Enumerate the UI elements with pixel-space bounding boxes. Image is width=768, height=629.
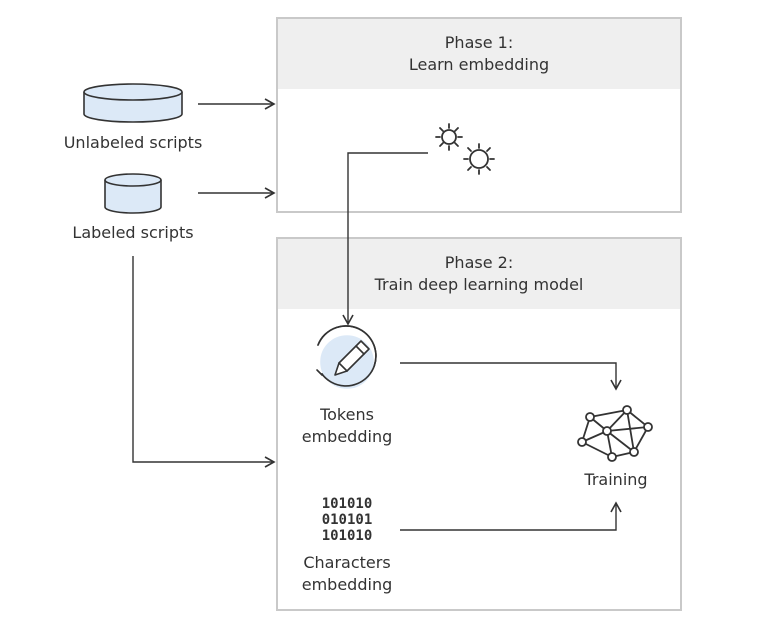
- arrow-embedding-to-tokens: [342, 152, 428, 326]
- binary-row-1: 101010: [322, 496, 373, 512]
- characters-label-line1: Characters: [303, 553, 391, 572]
- phase1-title-line1: Phase 1:: [444, 33, 514, 52]
- unlabeled-database-icon: [83, 83, 183, 123]
- training-label: Training: [584, 470, 648, 489]
- tokens-label-line2: embedding: [301, 427, 393, 446]
- labeled-scripts-label: Labeled scripts: [72, 223, 194, 242]
- gears-icon: [435, 123, 495, 175]
- tokens-embedding-label: Tokens embedding: [287, 404, 407, 448]
- phase1-header: Phase 1: Learn embedding: [278, 19, 680, 89]
- arrow-labeled-to-phase2: [132, 256, 276, 468]
- phase2-title-line1: Phase 2:: [444, 253, 514, 272]
- binary-row-3: 101010: [322, 528, 373, 544]
- characters-embedding-label: Characters embedding: [282, 552, 412, 596]
- phase1-panel: Phase 1: Learn embedding: [276, 17, 682, 213]
- arrow-tokens-to-training: [400, 362, 622, 391]
- binary-row-2: 010101: [322, 512, 373, 528]
- neural-network-icon: [577, 405, 653, 462]
- labeled-database-icon: [104, 173, 162, 214]
- phase2-header: Phase 2: Train deep learning model: [278, 239, 680, 309]
- pencil-circle-icon: [316, 325, 377, 389]
- phase2-title-line2: Train deep learning model: [374, 275, 584, 294]
- phase1-title-line2: Learn embedding: [408, 55, 550, 74]
- binary-icon: 101010 010101 101010: [322, 496, 373, 544]
- arrow-characters-to-training: [400, 501, 622, 531]
- unlabeled-scripts-label: Unlabeled scripts: [63, 133, 203, 152]
- tokens-label-line1: Tokens: [320, 405, 374, 424]
- characters-label-line2: embedding: [301, 575, 393, 594]
